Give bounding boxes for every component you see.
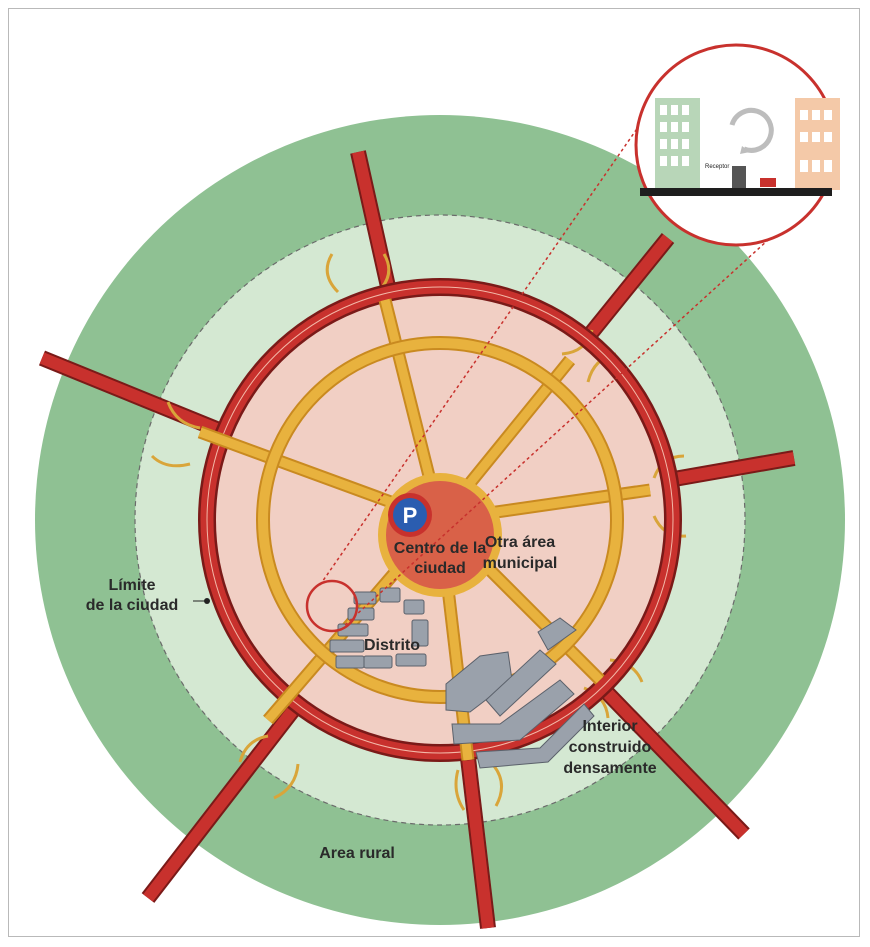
dense-blocks xyxy=(445,617,595,769)
city-limit-label-2: de la ciudad xyxy=(86,597,178,614)
other-area-label-1: Otra área xyxy=(485,534,555,551)
dense-interior-label-2: construido xyxy=(569,739,652,756)
zoom-lines xyxy=(319,109,791,626)
dense-interior-label-1: Interior xyxy=(582,718,637,735)
district-label: Distrito xyxy=(364,637,420,654)
city-center-label-1: Centro de la xyxy=(394,540,487,557)
outer-dashed-boundary xyxy=(134,214,746,826)
other-area-label-2: municipal xyxy=(483,555,558,572)
inset-street-scene: Receptor xyxy=(640,98,840,196)
city-limit-label-1: Límite xyxy=(108,577,155,594)
ring-road-centerline xyxy=(206,286,674,754)
district-blocks xyxy=(329,587,429,669)
district-highlight-circle xyxy=(305,579,359,633)
inset-receptor-label: Receptor xyxy=(705,164,729,170)
parking-icon-disc xyxy=(393,498,427,532)
rural-area-label: Area rural xyxy=(319,845,395,862)
dense-interior-label-3: densamente xyxy=(563,760,656,777)
parking-icon: P xyxy=(403,503,418,528)
city-center-label-2: ciudad xyxy=(414,560,466,577)
